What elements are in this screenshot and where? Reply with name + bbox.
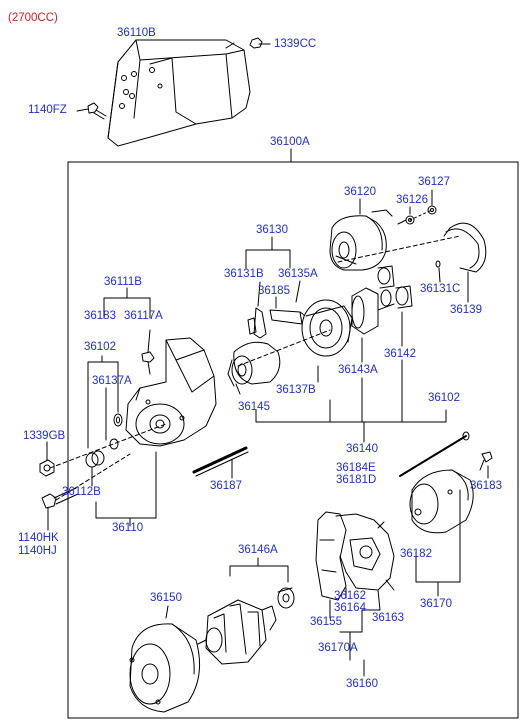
part-label-36182[interactable]: 36182 [400, 548, 432, 560]
part-label-36181D[interactable]: 36181D [336, 474, 377, 486]
bracket [229, 565, 289, 583]
planet-gear-36142a-drawing [377, 265, 395, 289]
planet-gear-36142b-drawing [395, 285, 413, 309]
part-label-36162[interactable]: 36162 [334, 590, 366, 602]
bearing-36146a-drawing [277, 587, 295, 609]
part-label-36127[interactable]: 36127 [418, 176, 450, 188]
part-label-36137B[interactable]: 36137B [276, 384, 316, 396]
armature-drawing [197, 599, 277, 665]
part-label-36137A[interactable]: 36137A [92, 375, 132, 387]
spring-36185-drawing [269, 309, 306, 325]
screw-36183-drawing [479, 451, 493, 471]
internal-gear-drawing [301, 299, 353, 357]
through-bolt-36184e-drawing [399, 431, 470, 477]
part-label-36126[interactable]: 36126 [396, 194, 428, 206]
part-label-36142[interactable]: 36142 [384, 348, 416, 360]
part-label-36187[interactable]: 36187 [210, 480, 242, 492]
part-label-36163[interactable]: 36163 [372, 612, 404, 624]
part-label-36145[interactable]: 36145 [238, 401, 270, 413]
ring-drawing [109, 438, 119, 450]
leader [147, 329, 151, 353]
leader [377, 589, 381, 611]
part-label-36146A[interactable]: 36146A [238, 544, 278, 556]
axis-line [49, 423, 167, 469]
through-bolt-36187-drawing [192, 446, 249, 477]
part-label-36140[interactable]: 36140 [346, 443, 378, 455]
part-label-36100A[interactable]: 36100A [270, 136, 310, 148]
bracket [95, 451, 157, 519]
part-label-36183-rear[interactable]: 36183 [470, 480, 502, 492]
bracket [255, 409, 447, 423]
bushing-36137a-drawing [113, 413, 123, 427]
part-label-1140HJ[interactable]: 1140HJ [18, 545, 57, 557]
part-label-36135A[interactable]: 36135A [278, 268, 318, 280]
part-label-36130[interactable]: 36130 [256, 224, 288, 236]
bolt-1140fz-drawing [87, 102, 107, 120]
pinion-clutch-drawing [227, 341, 281, 395]
part-label-36164[interactable]: 36164 [334, 602, 366, 614]
nut-1339cc-drawing [249, 37, 263, 49]
part-label-36170A[interactable]: 36170A [318, 642, 358, 654]
part-label-36117A[interactable]: 36117A [124, 310, 163, 322]
part-label-36155[interactable]: 36155 [310, 616, 342, 628]
leader [165, 605, 169, 619]
planet-gear-36142c-drawing [380, 289, 392, 307]
part-label-36112B[interactable]: 36112B [62, 486, 101, 498]
part-label-36120[interactable]: 36120 [344, 186, 376, 198]
front-housing-drawing [125, 337, 217, 447]
part-label-36102-left[interactable]: 36102 [84, 341, 116, 353]
solenoid-drawing [329, 209, 393, 271]
drive-lever-drawing [247, 307, 267, 339]
axis-line [409, 209, 433, 221]
planet-carrier-drawing [351, 287, 395, 335]
part-label-1339GB[interactable]: 1339GB [23, 430, 66, 442]
bushing-36112b-drawing [85, 450, 105, 468]
nut-36127-drawing [427, 205, 437, 215]
shim-drawing [443, 222, 487, 273]
leader [225, 42, 235, 49]
part-label-36184E[interactable]: 36184E [336, 462, 376, 474]
part-label-1140FZ[interactable]: 1140FZ [28, 104, 67, 116]
bolt-36117a-drawing [141, 351, 155, 375]
brush-plate-drawing [315, 511, 395, 601]
leader [295, 280, 301, 303]
axis-line [237, 329, 331, 367]
part-label-36170[interactable]: 36170 [420, 598, 452, 610]
rear-bracket-drawing [409, 469, 474, 534]
part-label-36111B[interactable]: 36111B [104, 276, 142, 288]
part-label-1140HK[interactable]: 1140HK [18, 532, 59, 544]
part-label-36185[interactable]: 36185 [258, 285, 290, 297]
part-label-36139[interactable]: 36139 [450, 304, 482, 316]
heat-shield-drawing [107, 39, 251, 147]
axis-line [55, 453, 131, 501]
bracket [245, 249, 291, 269]
nut-1339gb-drawing [39, 459, 55, 477]
clip-36131c-drawing [435, 260, 441, 268]
part-label-36150[interactable]: 36150 [150, 592, 182, 604]
axis-line [337, 235, 461, 263]
leader [397, 219, 407, 225]
bracket [339, 609, 381, 633]
part-label-36131C[interactable]: 36131C [420, 283, 461, 295]
part-label-36102-right[interactable]: 36102 [428, 392, 460, 404]
leader [76, 108, 89, 112]
part-label-36143A[interactable]: 36143A [338, 364, 378, 376]
assembly-frame [67, 161, 519, 719]
part-label-36110[interactable]: 36110 [112, 522, 144, 534]
bolt-1140hk-drawing [41, 487, 79, 509]
leader [257, 281, 261, 307]
part-label-36110B[interactable]: 36110B [117, 27, 156, 39]
part-label-1339CC[interactable]: 1339CC [274, 38, 317, 50]
leader [438, 267, 441, 283]
part-label-36160[interactable]: 36160 [346, 678, 378, 690]
engine-variant-note: (2700CC) [8, 12, 58, 24]
part-label-36183-front[interactable]: 36183 [84, 310, 116, 322]
bracket [87, 361, 119, 375]
yoke-drawing [129, 623, 201, 713]
part-label-36131B[interactable]: 36131B [224, 268, 264, 280]
